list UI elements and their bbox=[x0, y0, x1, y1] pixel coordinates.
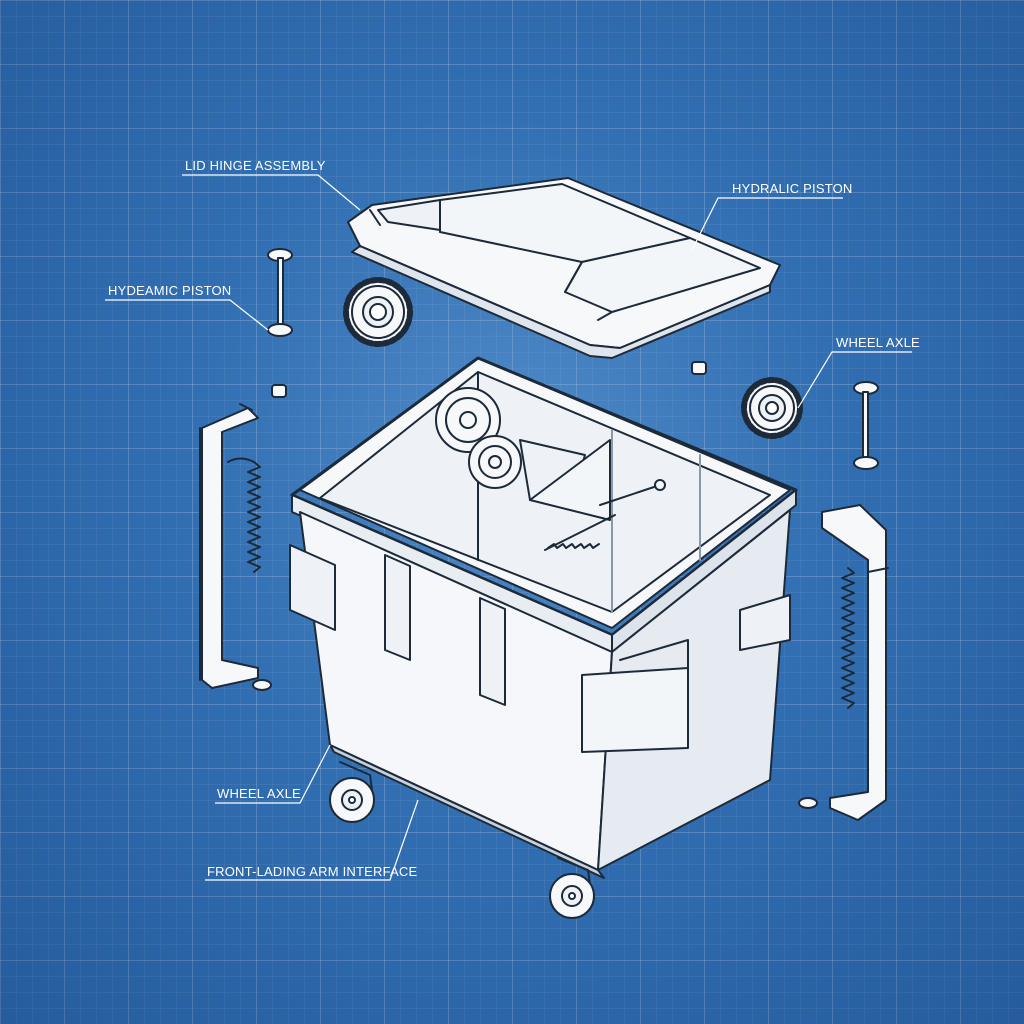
label-lid-hinge-assembly: LID HINGE ASSEMBLY bbox=[185, 158, 326, 173]
piston-left bbox=[267, 248, 293, 337]
gear-left bbox=[343, 277, 413, 347]
label-wheel-axle-right: WHEEL AXLE bbox=[836, 335, 920, 350]
label-front-loading-arm-interface: FRONT-LADING ARM INTERFACE bbox=[207, 864, 417, 879]
arm-right bbox=[821, 504, 889, 821]
label-hydraulic-piston-left: HYDEAMIC PISTON bbox=[108, 283, 231, 298]
lid bbox=[347, 177, 781, 359]
piston-right bbox=[853, 381, 879, 470]
caster-front bbox=[549, 857, 595, 919]
nut bbox=[252, 361, 818, 809]
gear-right bbox=[741, 377, 803, 439]
internal-mechanism bbox=[435, 387, 666, 551]
label-hydraulic-piston-right: HYDRALIC PISTON bbox=[732, 181, 853, 196]
label-wheel-axle-left: WHEEL AXLE bbox=[217, 786, 301, 801]
leader-lines bbox=[105, 174, 912, 881]
arm-left bbox=[199, 403, 261, 689]
caster-rear bbox=[329, 761, 375, 823]
